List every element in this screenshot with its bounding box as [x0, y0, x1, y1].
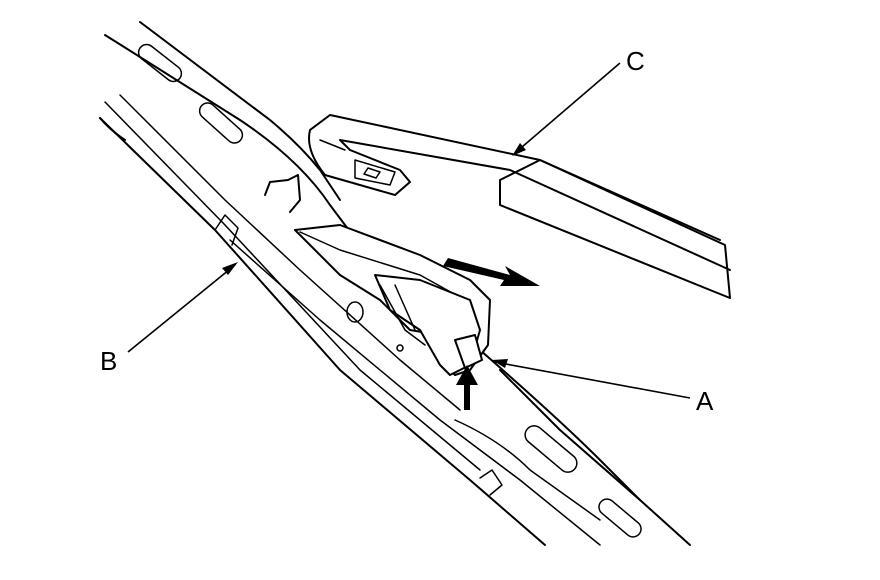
frame-tab [264, 174, 301, 213]
leader-arrowhead-c [512, 143, 526, 156]
slide-direction-arrow [443, 258, 540, 286]
leader-arrowhead-b [222, 262, 238, 275]
callout-label-b: B [100, 346, 117, 376]
leader-line-a [494, 361, 691, 399]
leader-arrowhead-a [492, 359, 508, 368]
leader-line-c [514, 62, 621, 154]
wiper-arm [308, 114, 731, 299]
leader-lines [127, 62, 691, 399]
callout-label-c: C [626, 46, 645, 76]
leader-line-b [127, 264, 236, 353]
blade-slots [137, 43, 642, 538]
callout-label-a: A [696, 386, 714, 416]
lift-direction-arrow [456, 365, 478, 410]
wiper-adapter-clip [294, 224, 491, 376]
